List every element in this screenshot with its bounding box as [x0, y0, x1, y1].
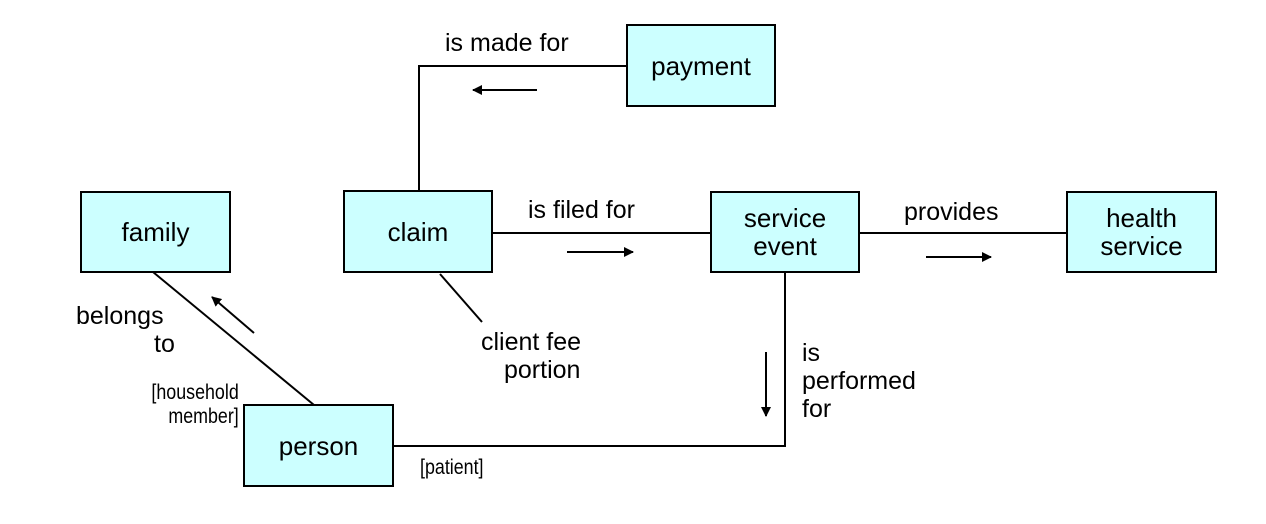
- belongs-to-direction-arrow: [211, 296, 255, 334]
- role-household-member-line2: member]: [168, 405, 239, 428]
- entity-person: person: [243, 404, 394, 487]
- claim-payment-connector: [418, 65, 627, 190]
- relationship-is-performed-for-line3: for: [802, 395, 832, 423]
- relationship-is-made-for: is made for: [445, 29, 569, 57]
- relationship-is-performed-for: is performed for: [802, 339, 916, 423]
- entity-health-service-label-line1: health: [1106, 203, 1177, 233]
- entity-service-event: service event: [710, 191, 860, 273]
- attribute-client-fee-portion: client fee portion: [481, 328, 581, 384]
- entity-health-service: health service: [1066, 191, 1217, 273]
- entity-service-event-label-line1: service: [743, 203, 827, 233]
- relationship-belongs-to: belongs to: [76, 302, 175, 358]
- entity-payment-label: payment: [651, 50, 751, 81]
- relationship-is-performed-for-line1: is: [802, 339, 821, 367]
- role-patient: [patient]: [420, 456, 484, 479]
- entity-family-label: family: [121, 217, 190, 247]
- entity-service-event-label-line2: event: [753, 231, 817, 261]
- family-person-connector: [152, 271, 315, 406]
- service-event-person-connector: [393, 272, 786, 447]
- relationship-is-performed-for-line2: performed: [802, 367, 916, 395]
- attribute-client-fee-portion-line2: portion: [504, 356, 581, 384]
- entity-person-label: person: [278, 430, 359, 461]
- role-household-member-line1: [household: [151, 381, 239, 404]
- entity-claim-label: claim: [387, 216, 449, 247]
- entity-family: family: [80, 191, 231, 273]
- relationship-belongs-to-line2: to: [154, 330, 175, 358]
- relationship-belongs-to-line1: belongs: [76, 302, 164, 330]
- entity-payment: payment: [626, 24, 776, 107]
- attribute-client-fee-portion-line1: client fee: [481, 328, 582, 356]
- entity-claim: claim: [343, 190, 493, 273]
- client-fee-pointer-line: [439, 273, 483, 323]
- relationship-is-filed-for: is filed for: [528, 196, 635, 224]
- entity-health-service-label-line2: service: [1100, 231, 1183, 261]
- role-household-member: [household member]: [152, 381, 239, 429]
- relationship-provides: provides: [904, 198, 999, 226]
